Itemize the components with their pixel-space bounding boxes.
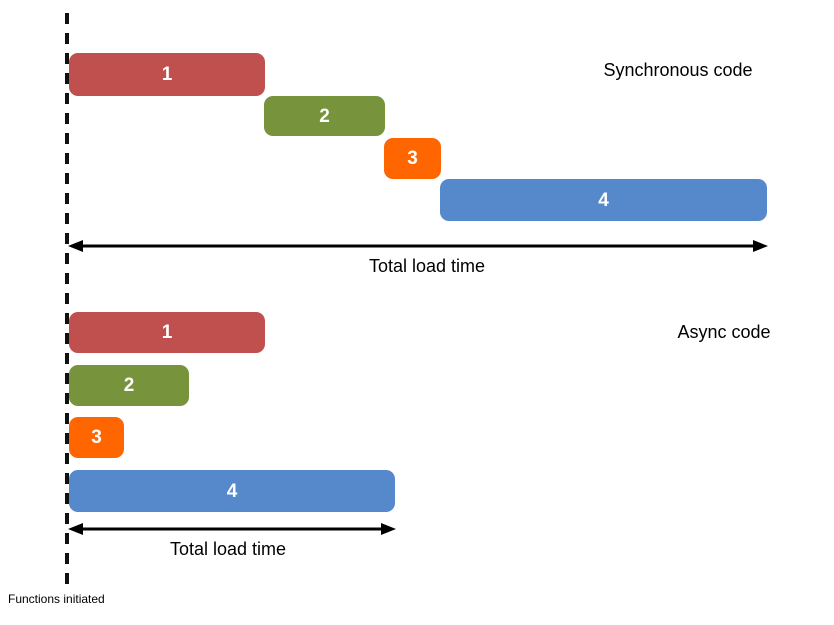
async-total-load-time-arrow [68,523,396,535]
task-bar-async-1: 1 [69,312,265,353]
arrowhead-right [753,240,768,252]
task-bar-sync-4: 4 [440,179,767,221]
task-bar-label: 3 [407,148,418,169]
task-bar-label: 2 [123,375,135,396]
task-bar-label: 1 [161,322,173,343]
async-section-title: Async code [677,322,771,342]
arrowhead-left [68,240,83,252]
arrowhead-right [381,523,396,535]
sync-total-load-time-arrow [68,240,768,252]
task-bar-async-3: 3 [69,417,124,458]
task-bar-label: 3 [91,427,102,448]
task-bar-sync-3: 3 [384,138,441,179]
time-zero-dashed-line [65,13,69,588]
task-bar-label: 2 [319,105,330,127]
task-bar-async-4: 4 [69,470,395,512]
task-bar-sync-2: 2 [264,96,385,136]
task-bar-async-2: 2 [69,365,189,406]
task-bar-label: 4 [598,189,609,211]
arrowhead-left [68,523,83,535]
sync-section-title: Synchronous code [603,60,753,80]
sync-total-load-time-label: Total load time [368,256,486,276]
task-bar-label: 4 [226,480,238,502]
task-bar-label: 1 [161,64,173,85]
async-total-load-time-label: Total load time [169,539,287,559]
task-bar-sync-1: 1 [69,53,265,96]
functions-initiated-label: Functions initiated [8,592,105,606]
